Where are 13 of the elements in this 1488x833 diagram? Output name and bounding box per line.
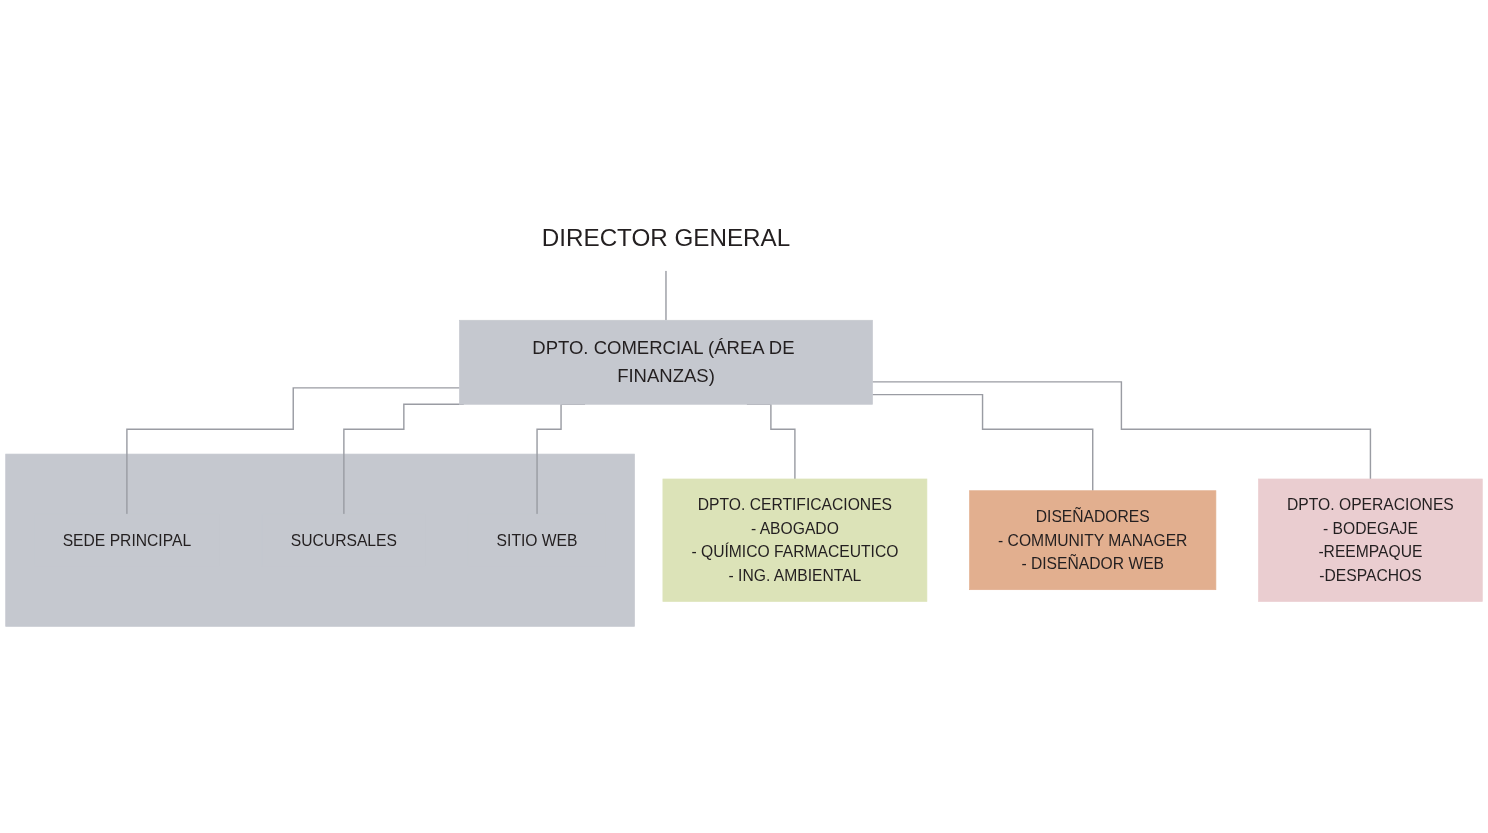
node-text: SITIO WEB [496,531,578,550]
node-box: DISEÑADORES - COMMUNITY MANAGER - DISEÑADOR WEB [969,490,1217,591]
node-text: SEDE PRINCIPAL [62,531,192,550]
node-text: SUCURSALES [290,531,397,550]
node-box: DPTO. CERTIFICACIONES - ABOGADO - QUÍMICO FARMACEUTICO - ING. AMBIENTAL [662,479,928,603]
node-box: DPTO. COMERCIAL (ÁREA DE FINANZAS) [459,320,873,406]
node-box: DPTO. OPERACIONES - BODEGAJE -REEMPAQUE -DESPACHOS [1258,479,1483,603]
connector [871,394,1094,492]
cluster [5,454,635,628]
connector [871,381,1372,481]
connector [126,387,461,516]
node-text: DIRECTOR GENERAL [541,224,791,252]
connector [665,270,667,322]
